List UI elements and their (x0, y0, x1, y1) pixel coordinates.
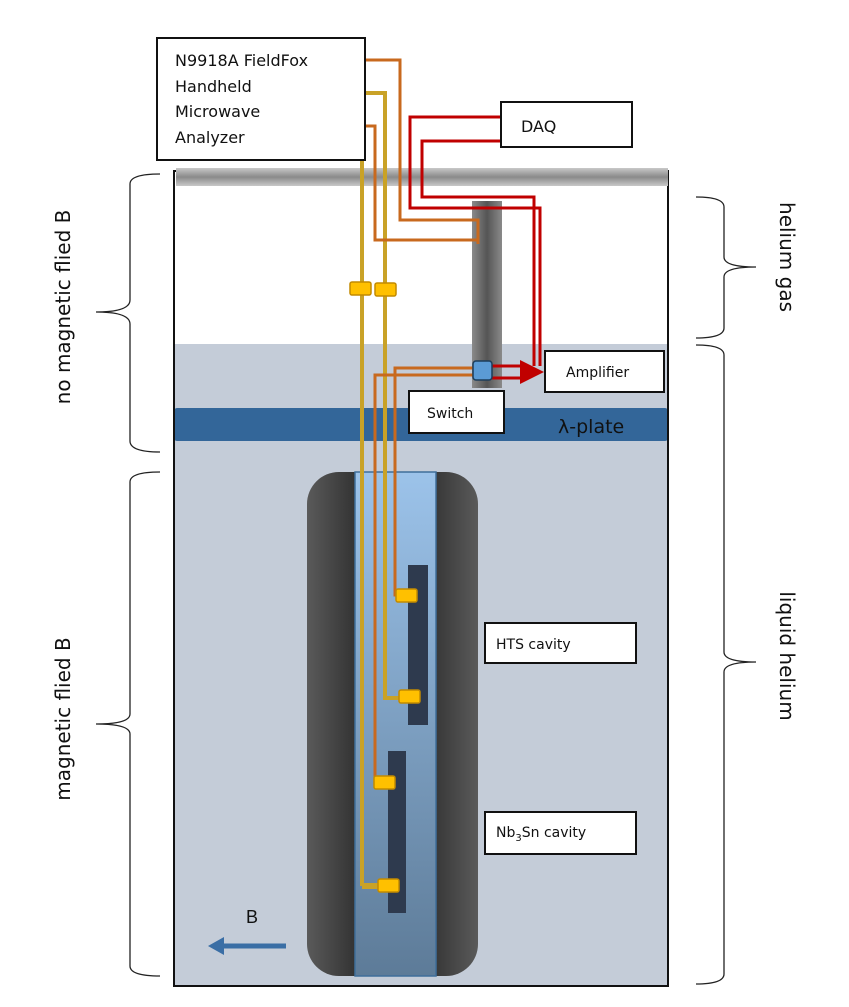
helium-gas-label: helium gas (775, 202, 799, 312)
cable-red-2 (420, 139, 536, 366)
connector (395, 588, 418, 603)
cable-orange-2 (365, 124, 478, 242)
amplifier-label: Amplifier (566, 365, 629, 381)
lambda-plate-label: λ-plate (558, 416, 624, 438)
brace-field (95, 471, 161, 977)
connector (373, 775, 396, 790)
amplifier-arrowhead (520, 360, 544, 384)
analyzer-label-line-1: N9918A FieldFox (175, 51, 308, 70)
magnetic-field-label: magnetic flied B (51, 637, 75, 800)
connector (398, 689, 421, 704)
b-field-label: B (246, 907, 258, 927)
daq-box (500, 101, 633, 148)
switch-node (472, 360, 493, 381)
nb3sn-cavity-box (484, 811, 637, 855)
switch-label: Switch (427, 406, 473, 422)
cable-orange-1 (365, 58, 480, 244)
b-field-arrowhead (208, 937, 224, 955)
connector (349, 281, 372, 296)
switch-box (408, 390, 505, 434)
daq-label: DAQ (521, 117, 556, 136)
nb3sn-cavity (388, 751, 406, 913)
analyzer-label-line-3: Microwave (175, 102, 260, 121)
brace-helium-gas (695, 196, 757, 339)
no-magnetic-field-label: no magnetic flied B (51, 210, 75, 405)
hts-cavity (408, 565, 428, 725)
connector (377, 878, 400, 893)
amplifier-box (544, 350, 665, 393)
brace-no-field (95, 173, 161, 453)
analyzer-box (156, 37, 366, 161)
hts-cavity-box (484, 622, 637, 664)
analyzer-label-line-2: Handheld (175, 77, 252, 96)
hts-cavity-label: HTS cavity (496, 637, 571, 653)
brace-liquid-helium (695, 344, 757, 985)
analyzer-label-line-4: Analyzer (175, 128, 245, 147)
cable-red-1 (408, 115, 542, 366)
liquid-helium-label: liquid helium (775, 591, 799, 720)
connector (374, 282, 397, 297)
cable-gold-hts (365, 91, 405, 700)
nb3sn-cavity-label: Nb3Sn cavity (496, 825, 586, 844)
